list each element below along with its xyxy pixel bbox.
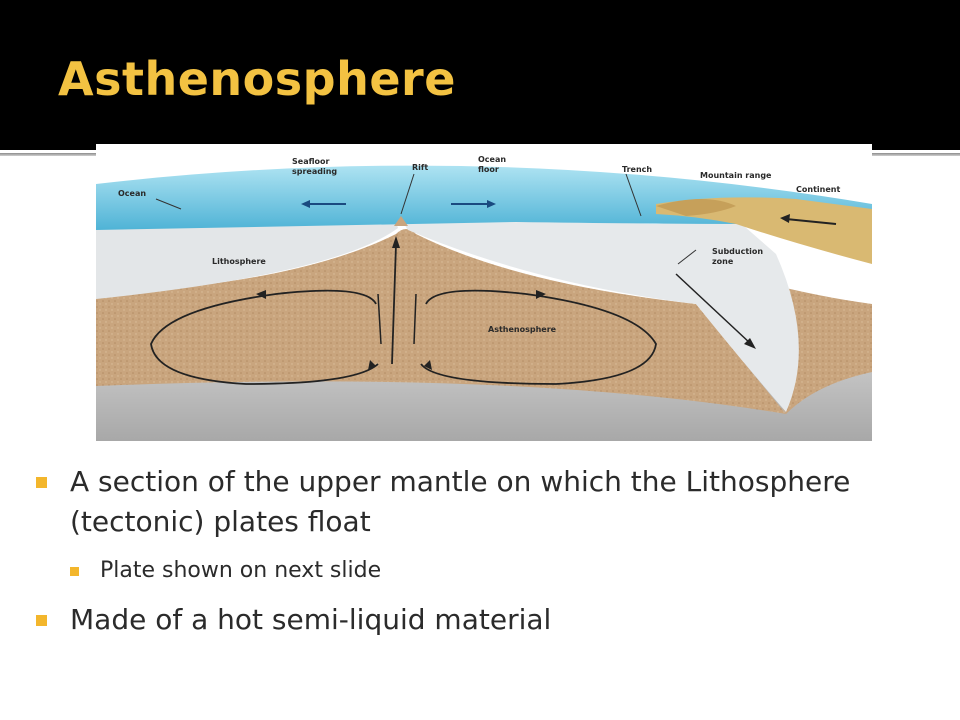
slide-title: Asthenosphere [58, 52, 456, 106]
convection-arrow-right [420, 289, 657, 385]
arrow-head [487, 200, 496, 208]
leader-line [625, 173, 642, 217]
arrow-head [301, 200, 310, 208]
label-continent: Continent [796, 185, 840, 194]
bullet-text: Made of a hot semi-liquid material [70, 603, 552, 636]
label-seafloor-1: Seafloor [292, 157, 330, 166]
label-ocean: Ocean [118, 189, 146, 198]
bullet-marker [36, 477, 47, 488]
bullet-marker [70, 567, 79, 576]
bullet-text: Plate shown on next slide [100, 558, 382, 583]
lithosphere-right [404, 219, 799, 412]
upwelling-arrow [377, 293, 382, 345]
bullet-text: A section of the upper mantle on which t… [70, 465, 851, 538]
label-asthenosphere: Asthenosphere [488, 325, 557, 334]
arrow-head [424, 360, 432, 370]
asthenosphere-layer [96, 229, 786, 414]
label-ocean-floor-2: floor [478, 165, 499, 174]
arrow-head [536, 290, 546, 299]
label-mountain-range: Mountain range [700, 171, 772, 180]
subduction-arrow [675, 273, 752, 345]
arrow-head [256, 290, 266, 299]
bullet-marker [36, 615, 47, 626]
arrow-head [780, 214, 790, 223]
label-lithosphere: Lithosphere [212, 257, 266, 266]
bullet-list: A section of the upper mantle on which t… [36, 462, 936, 640]
bullet-item: Made of a hot semi-liquid material [36, 600, 936, 640]
label-trench: Trench [622, 165, 652, 174]
rift-ridge [394, 216, 408, 226]
mountain-range [656, 199, 736, 216]
lithosphere-left [96, 222, 398, 299]
leader-line [155, 198, 182, 210]
label-subduction-1: Subduction [712, 247, 763, 256]
label-ocean-floor-1: Ocean [478, 155, 506, 164]
leader-line [400, 173, 415, 215]
label-seafloor-2: spreading [292, 167, 337, 176]
diagram-svg: Ocean Seafloor spreading Rift Ocean floo… [96, 144, 872, 441]
label-subduction-2: zone [712, 257, 734, 266]
plate-tectonics-diagram: Ocean Seafloor spreading Rift Ocean floo… [96, 144, 872, 441]
convection-arrow-left [150, 289, 379, 385]
arrow-head [744, 338, 756, 349]
arrow-head [368, 360, 376, 370]
arrow-head [392, 236, 400, 248]
continent-layer [656, 197, 872, 264]
label-rift: Rift [412, 163, 428, 172]
sub-bullet-item: Plate shown on next slide [66, 556, 936, 586]
upwelling-arrow [413, 293, 417, 345]
title-bar: Asthenosphere [0, 0, 960, 150]
leader-line [677, 249, 697, 265]
bullet-item: A section of the upper mantle on which t… [36, 462, 936, 542]
upwelling-arrow [391, 243, 397, 365]
continent-arrow [785, 218, 837, 225]
